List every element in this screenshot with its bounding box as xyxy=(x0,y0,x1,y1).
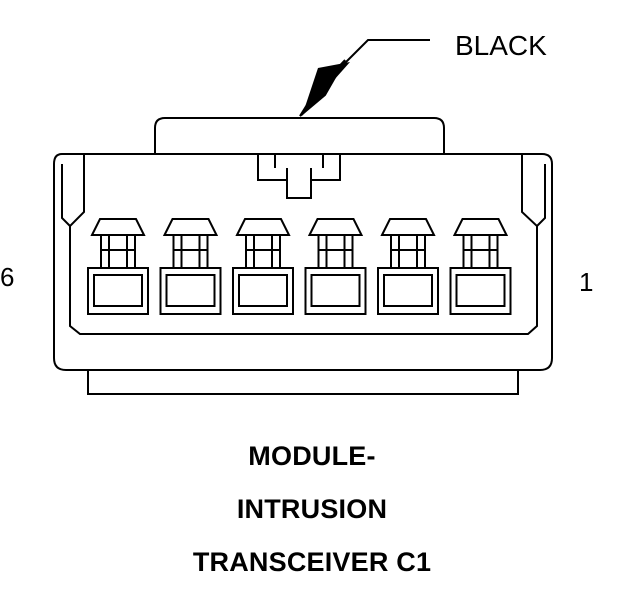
pin-cavity xyxy=(159,218,222,315)
caption-line-2: INTRUSION xyxy=(236,494,388,524)
pin-cavity-inner xyxy=(238,274,288,307)
pin-latch-head xyxy=(307,218,364,236)
pin-cavity-outer xyxy=(232,267,294,315)
pin-latch-head xyxy=(162,218,219,236)
connector-lock-tab xyxy=(257,154,341,199)
pin-cavity xyxy=(304,218,367,315)
pin-cavity-inner xyxy=(93,274,143,307)
pin-cavity-inner xyxy=(310,274,361,307)
wire-color-label: BLACK xyxy=(455,30,547,61)
pin-latch-stem xyxy=(172,235,209,268)
connector-bottom-rail xyxy=(87,370,519,395)
pin-latch-head xyxy=(380,218,436,236)
pin-cavity-inner xyxy=(455,274,506,307)
pin-cavity xyxy=(377,218,439,315)
pin-cavity-outer xyxy=(87,267,149,315)
pin-latch-head xyxy=(452,218,509,236)
pin-number-left: 6 xyxy=(0,262,15,292)
connector-inner-face xyxy=(69,154,538,335)
pin-cavity-outer xyxy=(304,267,367,315)
caption-line-3: TRANSCEIVER C1 xyxy=(192,547,432,577)
pin-number-right: 1 xyxy=(579,267,594,297)
pin-latch-stem xyxy=(317,235,354,268)
pin-cavity-outer xyxy=(159,267,222,315)
pin-cavity-outer xyxy=(377,267,439,315)
pin-cavity xyxy=(449,218,512,315)
pin-cavity-outer xyxy=(449,267,512,315)
caption-line-1: MODULE- xyxy=(248,441,376,471)
pin-latch-head xyxy=(90,218,146,236)
pin-latch-stem xyxy=(245,235,281,268)
connector-inner-step-left xyxy=(61,164,71,227)
pin-latch-head xyxy=(235,218,291,236)
pin-latch-stem xyxy=(390,235,426,268)
pin-cavity xyxy=(87,218,149,315)
leader-arrowhead-body xyxy=(302,62,350,116)
pin-latch-stem xyxy=(100,235,136,268)
pin-cavities xyxy=(87,218,512,315)
pin-latch-stem xyxy=(462,235,499,268)
pin-cavity xyxy=(232,218,294,315)
connector-top-latch xyxy=(154,117,445,154)
connector-outer-body xyxy=(53,153,553,371)
pin-cavity-inner xyxy=(165,274,216,307)
connector-lock-tab-inner xyxy=(274,154,324,180)
pin-cavity-inner xyxy=(383,274,433,307)
connector-inner-step-right xyxy=(536,164,546,227)
color-leader-line xyxy=(329,39,430,79)
